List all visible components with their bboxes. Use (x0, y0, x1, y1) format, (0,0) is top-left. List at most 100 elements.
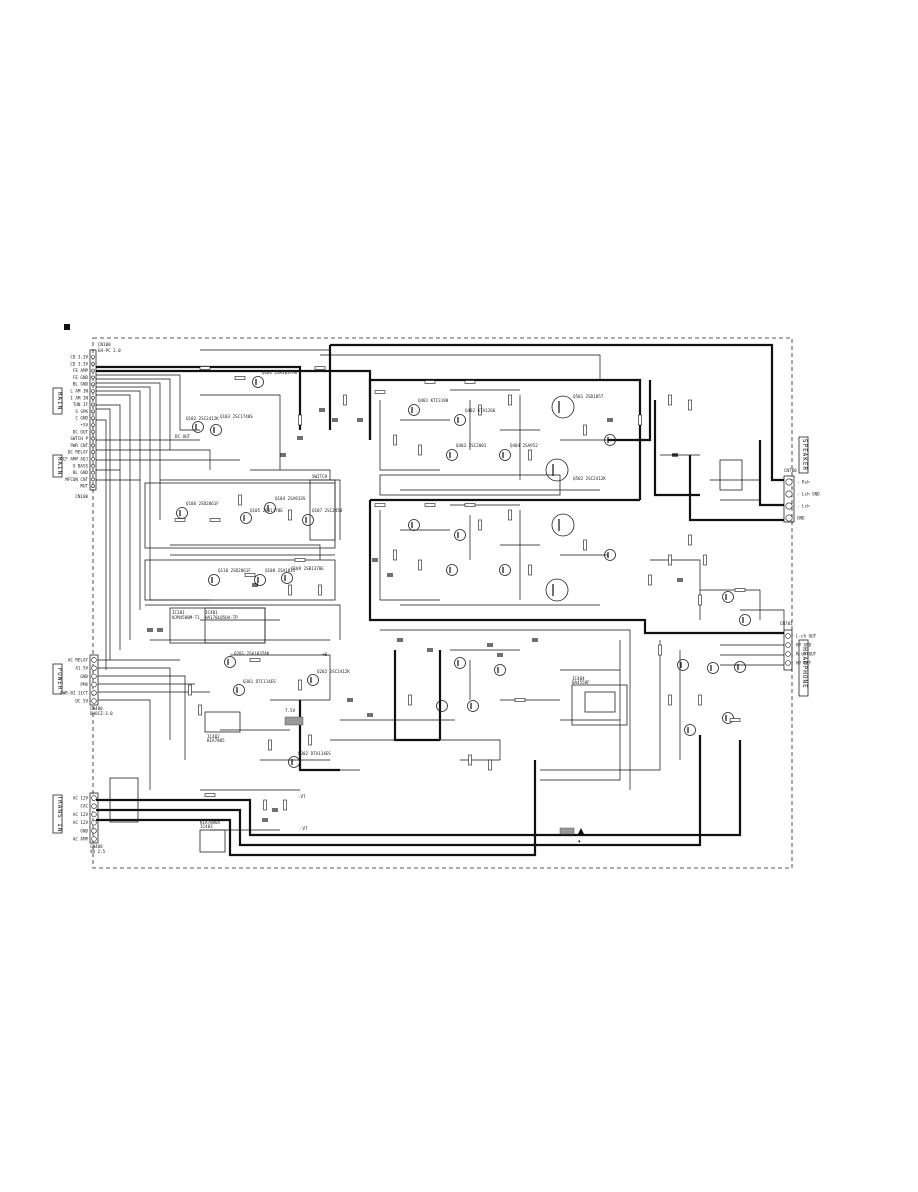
trans-pin-3 (91, 811, 97, 818)
main-pin-label-10: C GND (75, 416, 88, 421)
transistor-label-7: Q107 2SC2458 (312, 508, 343, 513)
transistor-6 (176, 507, 188, 519)
resistor-25 (528, 564, 532, 576)
resistor-54 (648, 574, 652, 586)
resistor-27 (688, 534, 692, 546)
transistor-21 (408, 519, 420, 531)
trans-pin-label-6: AC AMP (73, 837, 89, 842)
resistor-21 (393, 549, 397, 561)
resistor-26 (583, 539, 587, 551)
main-pin-14 (91, 443, 95, 448)
transistor-33 (722, 591, 734, 603)
ic-regulator-403 (199, 829, 226, 853)
power-pin-3 (91, 673, 97, 680)
connector-power-ref: CN400 (90, 706, 103, 711)
connector-main-ref: CN100 (98, 342, 111, 347)
main-pin-label-11: +5V (80, 423, 88, 428)
resistor-57 (734, 588, 746, 592)
transistor-5 (240, 512, 252, 524)
ic-label-401: IC401 (205, 610, 218, 615)
transistor-19 (551, 395, 575, 419)
main-pin-1 (91, 355, 95, 359)
main-pin-label-18: BL GND (73, 470, 89, 475)
main-pin-label-9: S SPK (75, 409, 88, 414)
connector-trans-ref: CN408 (90, 844, 103, 849)
ic-regulator-402 (204, 711, 241, 733)
trans-pin-label-3: AC 12V (73, 812, 89, 817)
transistor-1 (252, 376, 264, 388)
transistor-13 (233, 684, 245, 696)
annotation-plus-b: +B (322, 652, 328, 657)
transistor-label-15: Q401 KTC3198 (418, 398, 449, 403)
power-pin-label-5: PWR-BI 11CT (60, 690, 88, 695)
board-outline (92, 337, 793, 869)
resistor-8 (343, 394, 347, 406)
transistor-4 (264, 502, 276, 514)
transistor-29 (454, 657, 466, 669)
resistor-16 (668, 394, 672, 406)
resistor-48 (468, 754, 472, 766)
transistor-26 (545, 578, 569, 602)
transistor-7 (302, 514, 314, 526)
resistor-1 (199, 366, 211, 370)
resistor-49 (488, 759, 492, 771)
connector-headphone-ref: CN701 (780, 621, 793, 626)
transistor-28 (604, 549, 616, 561)
passive-components (147, 366, 746, 822)
trans-pin-4 (91, 819, 97, 826)
headphone-side-label: HEADPHONE (801, 647, 808, 689)
headphone-pin-label-4: HP DET (796, 661, 812, 666)
headphone-pin-3 (785, 651, 791, 657)
main-pin-11 (91, 423, 95, 427)
trans-pin-6 (91, 836, 97, 842)
main-side-label-1: MAIN (56, 392, 63, 410)
trans-pin-label-4: AC 12V (73, 820, 89, 825)
power-pin-1 (91, 657, 97, 663)
block-mid-left (144, 559, 336, 601)
resistor-29 (174, 518, 186, 522)
warning-triangle-icon (578, 828, 584, 834)
main-pin-10 (91, 416, 95, 421)
transistor-3 (210, 424, 222, 436)
transistor-label-1: Q101 2SA1037AK (262, 370, 298, 375)
ic-label-402: IC402 (207, 734, 220, 739)
ic-label-404: IC404 (572, 676, 585, 681)
main-pin-3 (91, 368, 95, 373)
main-pin-label-12: DC OUT (73, 429, 89, 434)
transistor-39 (722, 712, 734, 724)
speaker-pin-1 (785, 478, 793, 486)
power-pin-label-4: PMX (80, 682, 88, 687)
main-pin-label-6: L AM IN (70, 389, 88, 394)
transistor-14 (288, 756, 300, 768)
block-amp-lower-stage (379, 474, 561, 496)
ic-part-401: HA178L05UA-TP (205, 615, 238, 620)
ic-label-301: IC301 (172, 610, 185, 615)
main-pin-label-4: FE GND (73, 375, 89, 380)
annotation-minus-vt-2: -VT (300, 826, 308, 831)
transistor-label-8: Q108 2SA1015 (265, 568, 296, 573)
connector-main-header: EH-PC 2.0 (98, 348, 121, 353)
transistor-9 (281, 572, 293, 584)
ic-part-301: NJM4580M-T1 (172, 615, 200, 620)
main-pin-label-19: MFCON CNT (65, 477, 88, 482)
main-pin-label-13: SWTCH P (70, 436, 88, 441)
transistor-2 (192, 421, 204, 433)
main-pin-7 (91, 395, 95, 400)
ic-block-right (204, 607, 266, 644)
resistor-19 (424, 503, 436, 507)
resistor-22 (418, 559, 422, 571)
transistor-22 (454, 529, 466, 541)
resistor-34 (244, 573, 256, 577)
transistor-label-4: Q104 2SA933S (275, 496, 306, 501)
main-pin-label-17: S BASS (73, 463, 89, 468)
main-pin-12 (91, 429, 95, 434)
resistor-37 (249, 658, 261, 662)
block-upper-left (144, 482, 336, 549)
resistor-13 (528, 449, 532, 461)
transistor-15 (408, 404, 420, 416)
transistor-30 (494, 664, 506, 676)
transistor-16 (454, 414, 466, 426)
power-pin-6 (91, 698, 97, 704)
